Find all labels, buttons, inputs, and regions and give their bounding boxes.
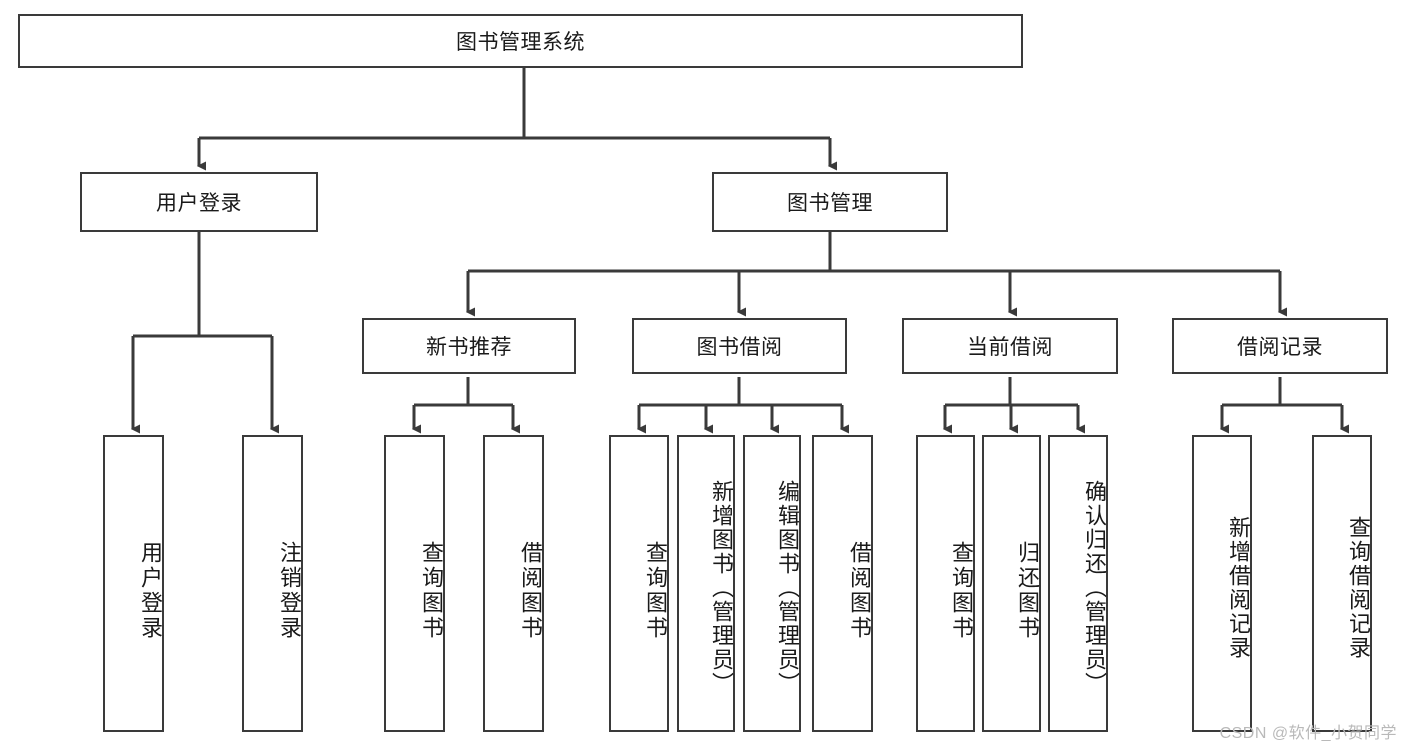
node-root-system[interactable]: 图书管理系统 <box>18 14 1023 68</box>
node-label: 编辑图书（管理员） <box>775 479 800 696</box>
node-book-management[interactable]: 图书管理 <box>712 172 948 232</box>
node-label: 借阅记录 <box>1237 336 1323 359</box>
node-label: 新增图书（管理员） <box>709 479 734 696</box>
leaf-borrow-edit-book[interactable]: 编辑图书（管理员） <box>743 435 801 732</box>
node-new-book-recommend[interactable]: 新书推荐 <box>362 318 576 374</box>
node-label: 借阅图书 <box>518 540 543 641</box>
leaf-user-logout[interactable]: 注销登录 <box>242 435 303 732</box>
node-label: 新增借阅记录 <box>1226 515 1251 660</box>
leaf-current-query-book[interactable]: 查询图书 <box>916 435 975 732</box>
leaf-current-confirm-return[interactable]: 确认归还（管理员） <box>1048 435 1108 732</box>
node-label: 查询图书 <box>419 540 444 641</box>
node-label: 确认归还（管理员） <box>1082 479 1107 696</box>
node-label: 查询图书 <box>643 540 668 641</box>
node-current-borrow[interactable]: 当前借阅 <box>902 318 1118 374</box>
node-label: 当前借阅 <box>967 336 1053 359</box>
node-label: 用户登录 <box>138 540 163 641</box>
node-borrow-record[interactable]: 借阅记录 <box>1172 318 1388 374</box>
leaf-borrow-query-book[interactable]: 查询图书 <box>609 435 669 732</box>
node-label: 新书推荐 <box>426 336 512 359</box>
node-label: 归还图书 <box>1015 540 1040 641</box>
node-label: 查询借阅记录 <box>1346 515 1371 660</box>
node-label: 用户登录 <box>156 192 242 215</box>
leaf-borrow-add-book[interactable]: 新增图书（管理员） <box>677 435 735 732</box>
leaf-user-login[interactable]: 用户登录 <box>103 435 164 732</box>
leaf-new-book-query[interactable]: 查询图书 <box>384 435 445 732</box>
node-label: 图书管理系统 <box>456 31 585 54</box>
leaf-current-return-book[interactable]: 归还图书 <box>982 435 1041 732</box>
node-label: 注销登录 <box>277 540 302 641</box>
leaf-record-add[interactable]: 新增借阅记录 <box>1192 435 1252 732</box>
node-book-borrow[interactable]: 图书借阅 <box>632 318 847 374</box>
node-user-login[interactable]: 用户登录 <box>80 172 318 232</box>
node-label: 借阅图书 <box>847 540 872 641</box>
node-label: 图书借阅 <box>696 336 783 359</box>
node-label: 图书管理 <box>787 192 873 215</box>
watermark: CSDN @软件_小贺同学 <box>1219 725 1397 742</box>
leaf-record-query[interactable]: 查询借阅记录 <box>1312 435 1372 732</box>
leaf-borrow-borrow-book[interactable]: 借阅图书 <box>812 435 873 732</box>
leaf-new-book-borrow[interactable]: 借阅图书 <box>483 435 544 732</box>
node-label: 查询图书 <box>949 540 974 641</box>
